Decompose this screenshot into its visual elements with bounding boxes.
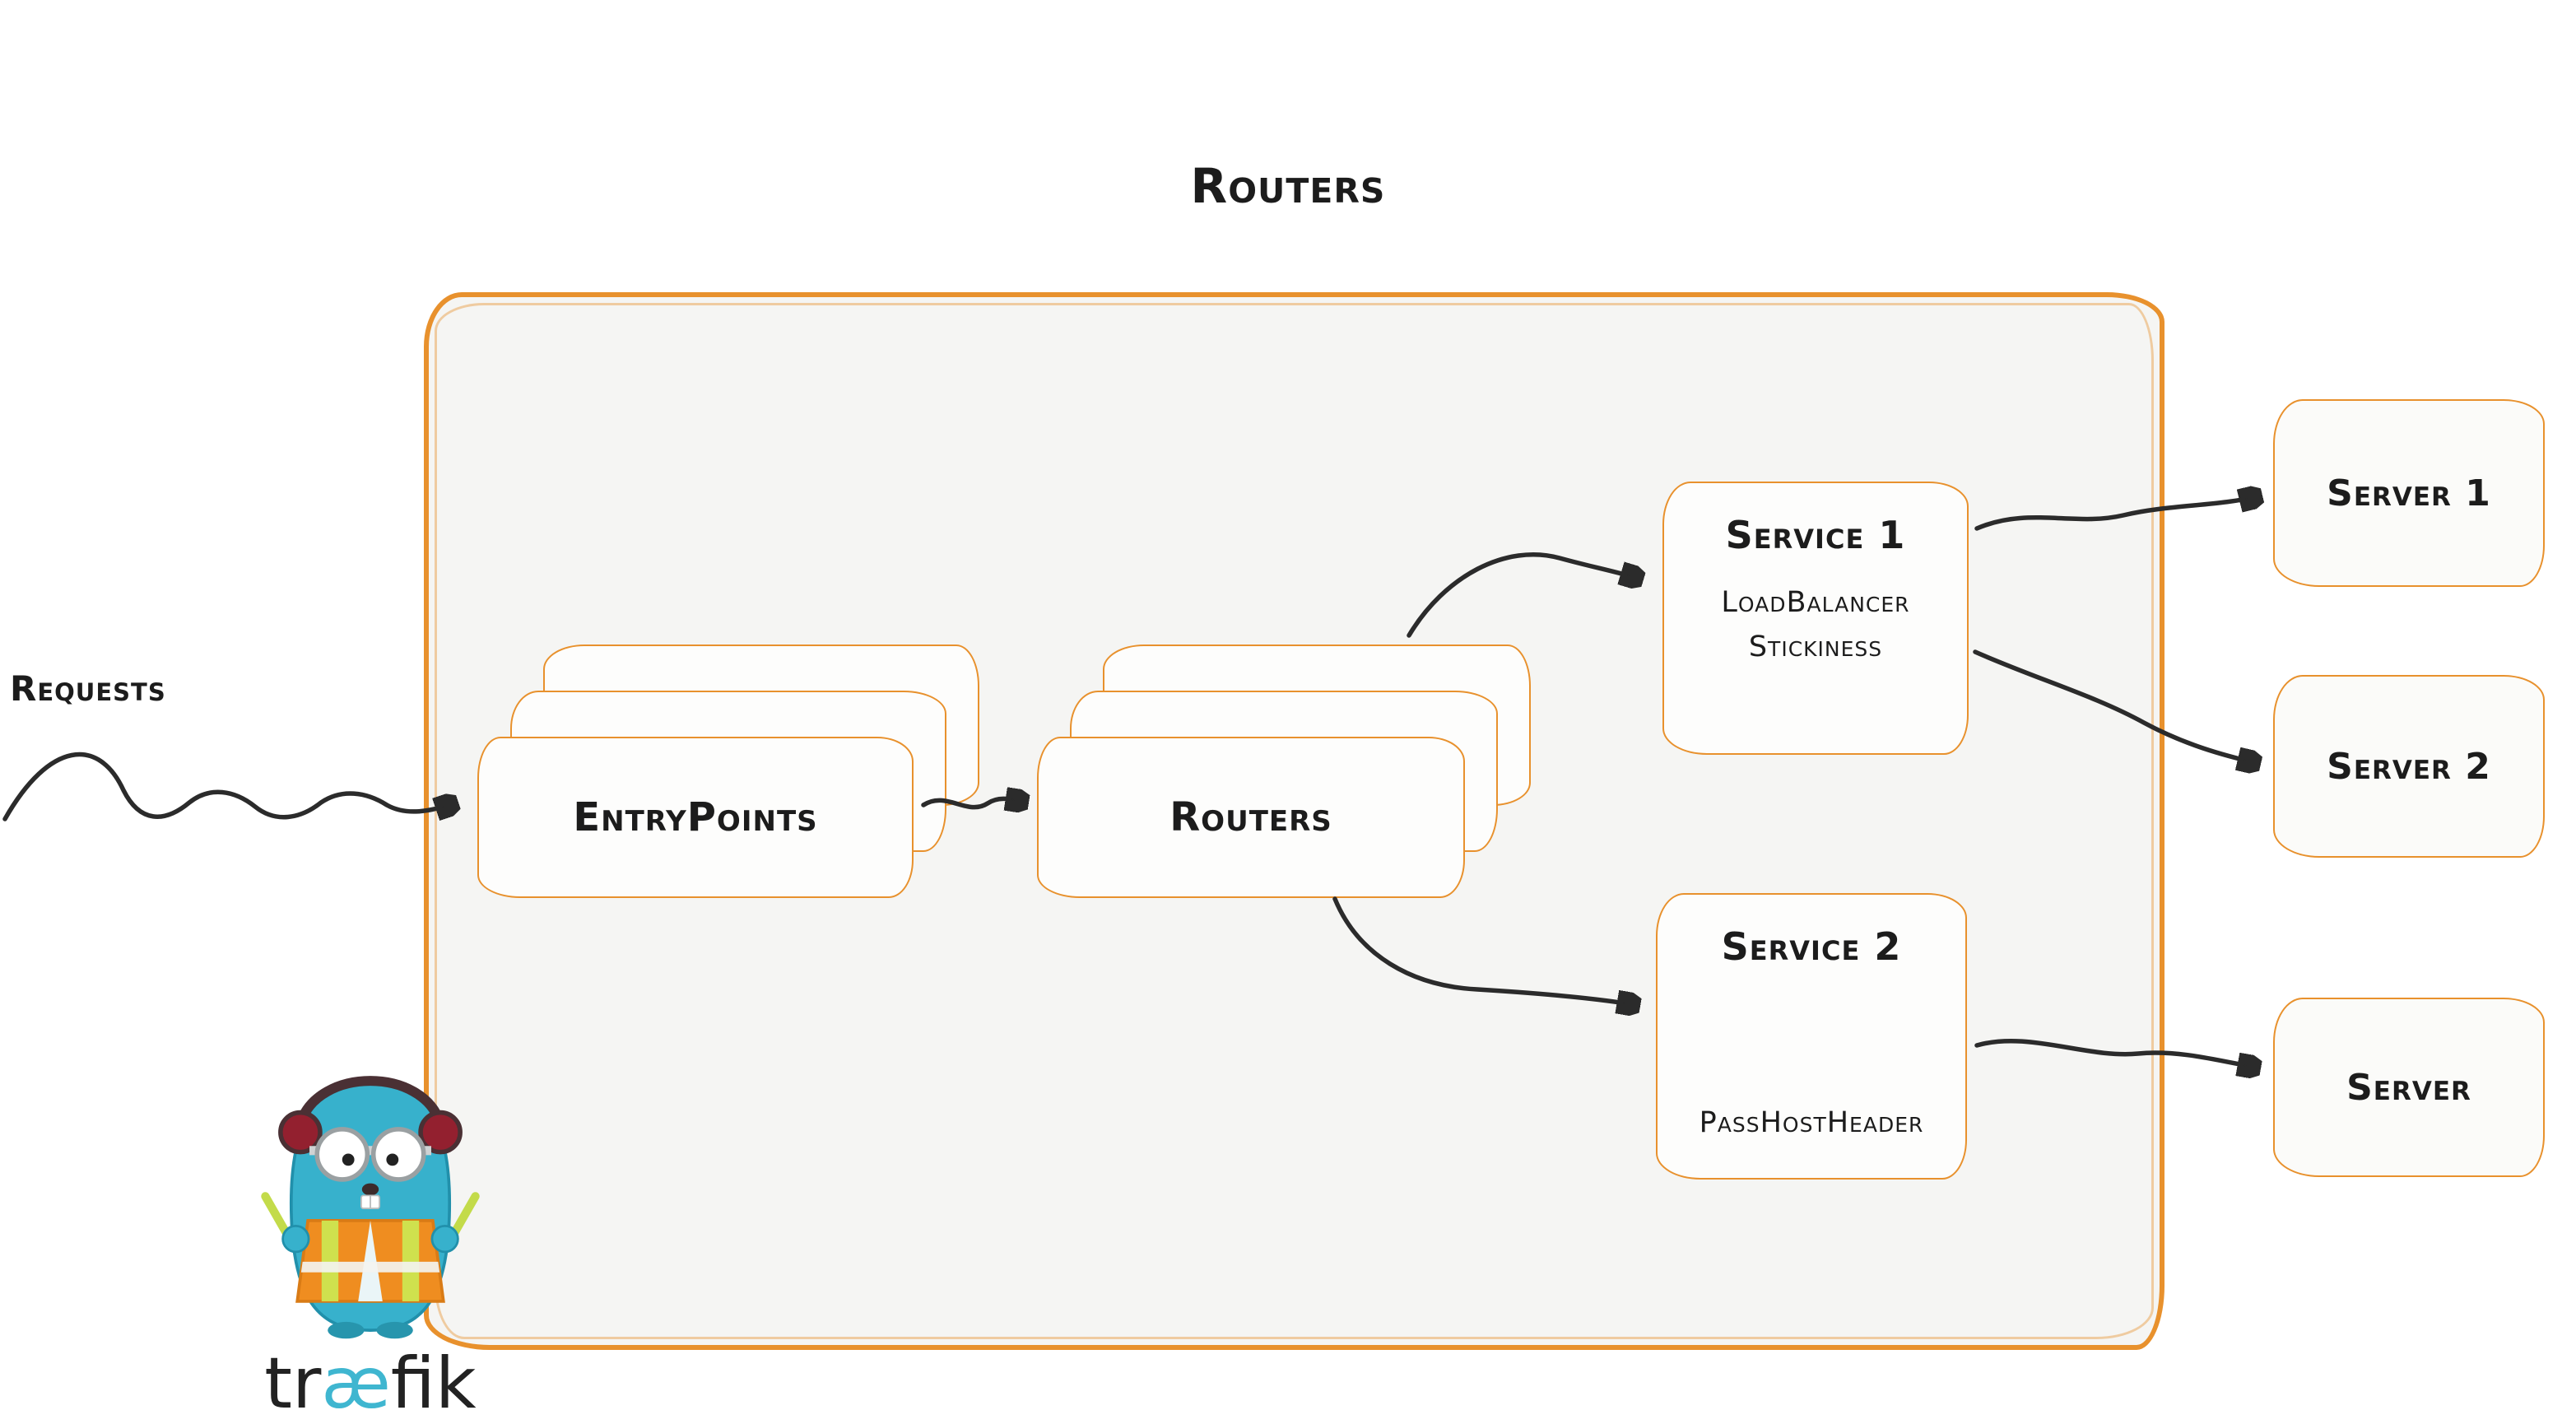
service-2-node: Service 2 PassHostHeader [1656, 893, 1967, 1180]
routers-node: Routers [1037, 737, 1465, 898]
requests-label: Requests [10, 668, 166, 709]
traefik-mascot-icon [261, 1076, 480, 1339]
wordmark-prefix: tr [264, 1343, 322, 1424]
service-1-title: Service 1 [1725, 513, 1906, 557]
routers-stack: Routers [1037, 645, 1621, 901]
service-1-stickiness-label: Stickiness [1748, 631, 1883, 664]
entrypoints-node: EntryPoints [477, 737, 914, 898]
service-2-title: Service 2 [1721, 924, 1902, 969]
wordmark-suffix: fik [390, 1343, 477, 1424]
server-2-node: Server 2 [2273, 675, 2545, 858]
wordmark-ae-ligature: æ [321, 1343, 391, 1424]
traefik-logo: træfik [243, 1047, 498, 1419]
server-1-node: Server 1 [2273, 399, 2545, 587]
arrow-requests-to-entrypoints [2, 752, 454, 821]
service-1-properties: LoadBalancer Stickiness [1721, 580, 1909, 670]
entrypoints-stack: EntryPoints [477, 645, 1070, 901]
traefik-wordmark: træfik [264, 1348, 477, 1419]
service-1-loadbalancer-label: LoadBalancer [1721, 586, 1910, 619]
service-2-passhostheader-label: PassHostHeader [1699, 1105, 1924, 1139]
server-node: Server [2273, 998, 2545, 1177]
service-1-node: Service 1 LoadBalancer Stickiness [1662, 482, 1969, 755]
diagram-title: Routers [1190, 158, 1386, 214]
